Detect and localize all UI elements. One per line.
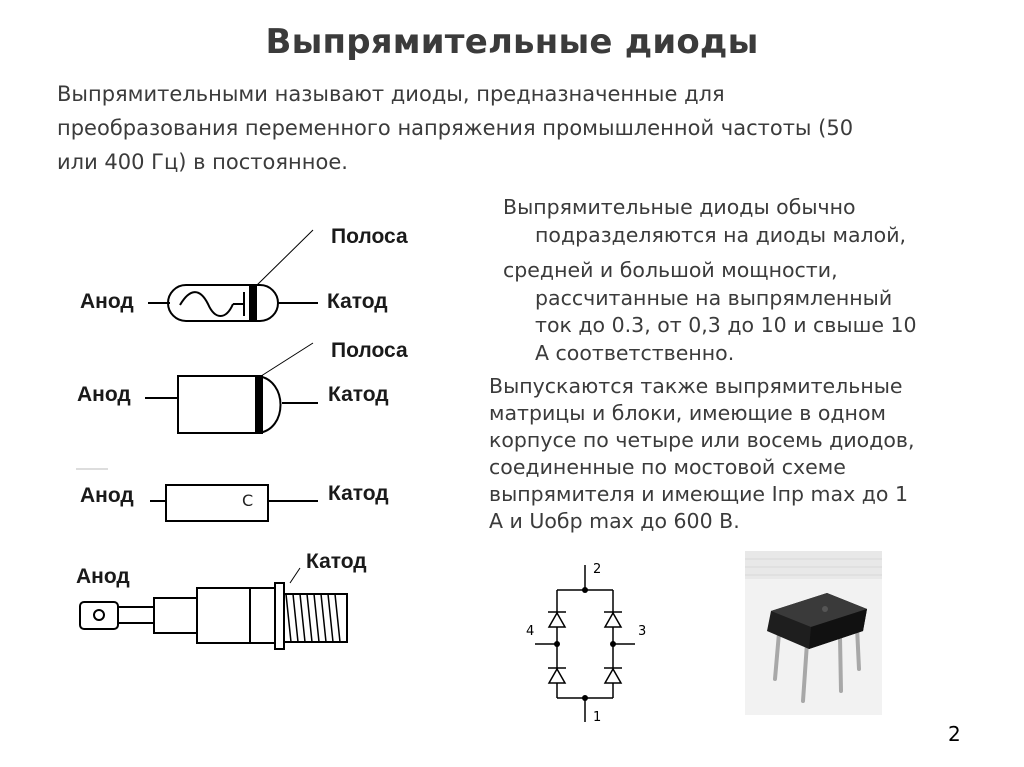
diode4-thread [283, 593, 348, 643]
paragraph2-line: выпрямителя и имеющие Iпр max до 1 [489, 482, 908, 506]
label-anode: Анод [80, 290, 134, 313]
diode1-stripe-pointer [253, 229, 314, 289]
bridge-diode [547, 667, 567, 684]
bridge-diode [603, 611, 623, 628]
label-stripe: Полоса [331, 225, 408, 248]
diode1-filament [179, 291, 234, 317]
label-cathode: Катод [306, 550, 367, 573]
intro-line: или 400 Гц) в постоянное. [57, 150, 348, 174]
body-marking: С [242, 491, 254, 510]
diode1-cathode-stripe [249, 285, 257, 321]
paragraph2-line: соединенные по мостовой схеме [489, 455, 846, 479]
bridge-label-bottom: 1 [593, 710, 602, 725]
bridge-diode [547, 611, 567, 628]
paragraph1-line: ток до 0.3, от 0,3 до 10 и свыше 10 [535, 313, 917, 337]
paragraph2-line: корпусе по четыре или восемь диодов, [489, 428, 915, 452]
bridge-diode [603, 667, 623, 684]
label-anode: Анод [77, 383, 131, 406]
paragraph2-line: А и Uобр max до 600 В. [489, 509, 740, 533]
paragraph2-line: Выпускаются также выпрямительные [489, 374, 903, 398]
label-cathode: Катод [328, 482, 389, 505]
label-cathode: Катод [328, 383, 389, 406]
label-stripe: Полоса [331, 339, 408, 362]
paragraph1-line: Выпрямительные диоды обычно [503, 195, 856, 219]
paragraph1-line: средней и большой мощности, [503, 258, 838, 282]
paragraph1-line: подразделяются на диоды малой, [535, 223, 907, 247]
paragraph1-line: А соответственно. [535, 341, 735, 365]
page-title: Выпрямительные диоды [265, 22, 759, 62]
bridge-rectifier-photo [745, 551, 882, 715]
diode4-cathode-pointer [289, 567, 301, 584]
intro-line: Выпрямительными называют диоды, предназн… [57, 82, 725, 106]
intro-paragraph: Выпрямительными называют диоды, предназн… [57, 77, 997, 179]
bridge-label-right: 3 [638, 624, 647, 639]
label-cathode: Катод [327, 290, 388, 313]
bridge-label-left: 4 [526, 624, 535, 639]
diode2-stripe-pointer [257, 342, 314, 379]
label-anode: Анод [76, 565, 130, 588]
page-number: 2 [948, 722, 961, 746]
diode2-cathode-stripe [255, 375, 263, 434]
intro-line: преобразования переменного напряжения пр… [57, 116, 854, 140]
diode3-body [165, 484, 269, 522]
bridge-label-top: 2 [593, 562, 602, 577]
paragraph2-line: матрицы и блоки, имеющие в одном [489, 401, 886, 425]
label-anode: Анод [80, 484, 134, 507]
paragraph1-line: рассчитанные на выпрямленный [535, 286, 893, 310]
